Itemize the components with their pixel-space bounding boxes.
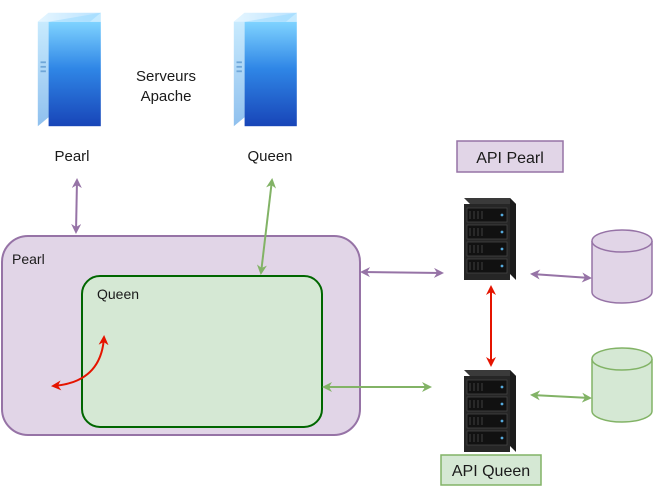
api-pearl-db-connector bbox=[530, 269, 592, 283]
queen-container-label: Queen bbox=[97, 286, 139, 302]
apache-server-queen bbox=[233, 12, 297, 127]
api-pearl-label: API Pearl bbox=[476, 150, 544, 167]
api-pearl-rack-icon bbox=[463, 197, 517, 281]
api-pearl-label-box bbox=[456, 140, 564, 173]
apache-server-pearl bbox=[37, 12, 101, 127]
servers-caption-line1: Serveurs bbox=[136, 68, 196, 85]
api-queen-rack-icon bbox=[463, 369, 517, 453]
pearl-container-label: Pearl bbox=[12, 251, 45, 267]
pearl-server-connector bbox=[71, 178, 82, 234]
api-queen-label-box bbox=[440, 454, 542, 486]
queen-internal-arrow bbox=[51, 335, 109, 391]
apache-server-queen-label: Queen bbox=[247, 148, 292, 165]
queen-server-connector bbox=[256, 178, 277, 275]
pearl-api-connector bbox=[360, 267, 444, 278]
pearl-database-icon bbox=[591, 229, 653, 304]
apache-server-pearl-label: Pearl bbox=[54, 148, 89, 165]
queen-database-icon bbox=[591, 347, 653, 423]
api-queen-db-connector bbox=[530, 390, 592, 403]
server-tower-icon bbox=[233, 12, 297, 127]
api-queen-label: API Queen bbox=[452, 463, 530, 480]
server-tower-icon bbox=[37, 12, 101, 127]
servers-caption-line2: Apache bbox=[141, 88, 192, 105]
